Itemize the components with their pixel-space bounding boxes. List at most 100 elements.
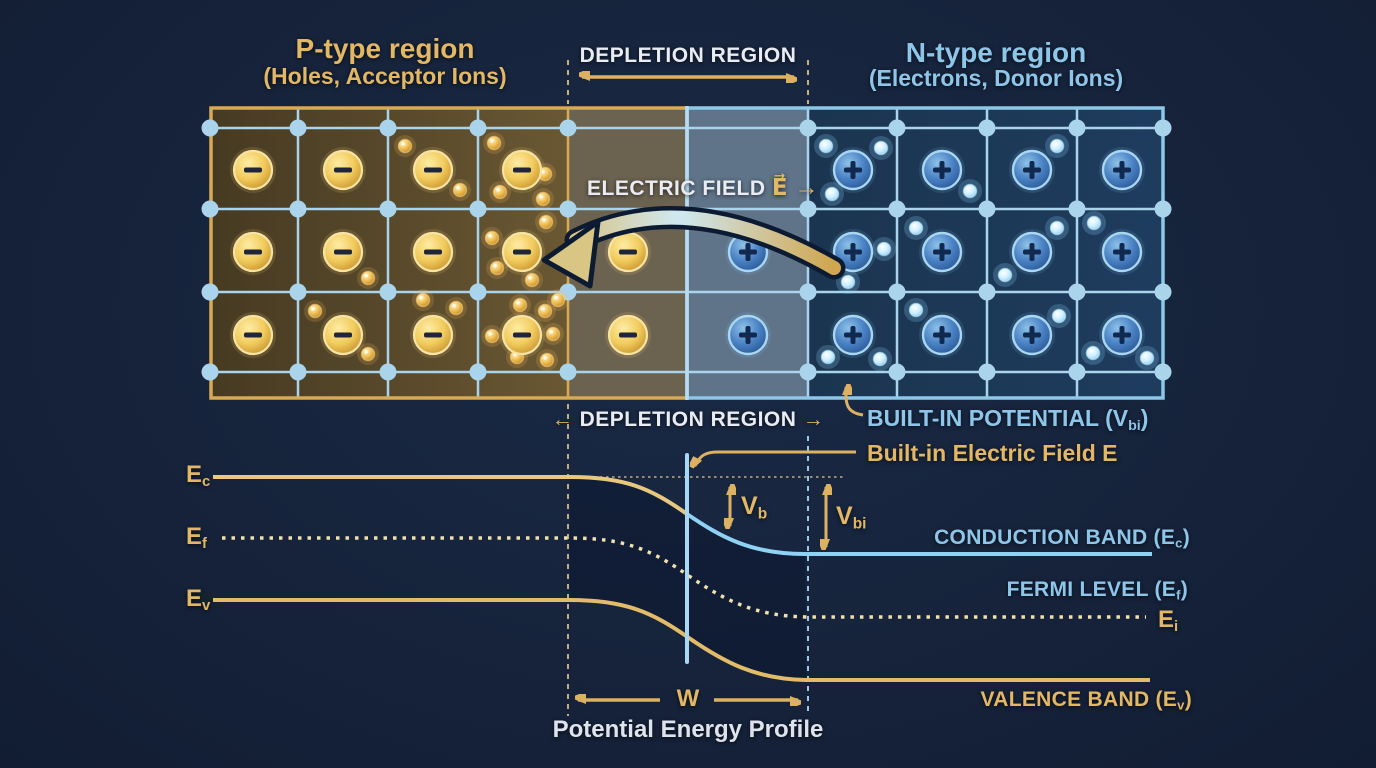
n-region-subtitle: (Electrons, Donor Ions) [868, 65, 1124, 91]
p-region-title: P-type region [295, 33, 475, 64]
lattice-node [978, 283, 996, 301]
lattice-node [379, 200, 397, 218]
electron-particle [1086, 215, 1102, 231]
hole-particle [538, 214, 554, 230]
plus-icon [1119, 161, 1125, 179]
lattice-node [289, 283, 307, 301]
hole-highlight [541, 307, 545, 311]
hole-highlight [528, 276, 532, 280]
lattice-node [1068, 283, 1086, 301]
hole-highlight [452, 304, 456, 308]
hole-highlight [516, 301, 520, 305]
lattice-borders [209, 106, 1165, 400]
plus-icon [1119, 243, 1125, 261]
hole-highlight [493, 264, 497, 268]
plus-icon [850, 243, 856, 261]
built-in-potential-label: BUILT-IN POTENTIAL (Vbi) [867, 405, 1149, 434]
lattice-node [888, 200, 906, 218]
lattice-node [1154, 119, 1172, 137]
lattice-node [799, 283, 817, 301]
plus-icon [1029, 326, 1035, 344]
plus-icon [1029, 161, 1035, 179]
minus-icon [513, 332, 531, 338]
minus-icon [513, 249, 531, 255]
minus-icon [513, 167, 531, 173]
hole-highlight [311, 307, 315, 311]
electron-particle [873, 140, 889, 156]
hole-particle [360, 346, 376, 362]
n-region-title: N-type region [905, 37, 1087, 68]
hole-particle [512, 297, 528, 313]
minus-icon [334, 167, 352, 173]
lattice-node [1154, 200, 1172, 218]
lattice-node [888, 119, 906, 137]
electron-particle [872, 351, 888, 367]
valence-band-label: VALENCE BAND (Ev) [980, 688, 1192, 713]
lattice-node [379, 283, 397, 301]
electron-particle [876, 241, 892, 257]
lattice-nodes [201, 119, 1172, 381]
lattice-node [379, 119, 397, 137]
lattice-node [289, 119, 307, 137]
hole-highlight [542, 218, 546, 222]
lattice-node [559, 200, 577, 218]
lattice-node [799, 363, 817, 381]
band-diagram-caption: Potential Energy Profile [552, 716, 824, 743]
plus-icon [1029, 243, 1035, 261]
band-diagram [213, 453, 1152, 682]
ef-axis-label: Ef [186, 523, 207, 553]
hole-particle [307, 303, 323, 319]
ec-axis-label: Ec [186, 461, 211, 491]
electron-particle [840, 274, 856, 290]
lattice-node [559, 119, 577, 137]
electron-particle [1051, 308, 1067, 324]
lattice-node [978, 119, 996, 137]
minus-icon [424, 249, 442, 255]
lattice-node [289, 200, 307, 218]
lattice-grid-vertical [296, 108, 1079, 398]
ev-axis-label: Ev [186, 585, 211, 615]
hole-highlight [543, 356, 547, 360]
hole-highlight [401, 142, 405, 146]
hole-particle [539, 352, 555, 368]
lattice-node [799, 200, 817, 218]
electron-particle [1085, 345, 1101, 361]
lattice-node [978, 200, 996, 218]
minus-icon [334, 332, 352, 338]
hole-highlight [488, 234, 492, 238]
hole-particle [545, 326, 561, 342]
conduction-band-p-side [213, 475, 689, 516]
vb-label: Vb [741, 492, 768, 523]
lattice-node [1068, 119, 1086, 137]
hole-highlight [364, 350, 368, 354]
hole-particle [484, 230, 500, 246]
lattice-node [201, 200, 219, 218]
p-region-subtitle: (Holes, Acceptor Ions) [263, 63, 507, 89]
hole-particle [492, 184, 508, 200]
lattice-node [1154, 283, 1172, 301]
hole-particle [550, 292, 566, 308]
plus-icon [939, 326, 945, 344]
vbi-label: Vbi [836, 502, 867, 533]
plus-icon [745, 243, 751, 261]
electron-particle [824, 186, 840, 202]
minus-icon [244, 332, 262, 338]
hole-particle [524, 272, 540, 288]
lattice-node [978, 363, 996, 381]
hole-highlight [554, 296, 558, 300]
minus-icon [334, 249, 352, 255]
hole-highlight [364, 274, 368, 278]
hole-highlight [490, 139, 494, 143]
lattice-particles [304, 132, 1159, 371]
built-in-potential-pointer [846, 387, 864, 417]
hole-highlight [539, 195, 543, 199]
hole-highlight [419, 296, 423, 300]
electron-particle [1139, 350, 1155, 366]
lattice-node [1154, 363, 1172, 381]
minus-icon [424, 332, 442, 338]
band-guides [567, 404, 845, 716]
electron-particle [997, 267, 1013, 283]
hole-particle [397, 138, 413, 154]
minus-icon [424, 167, 442, 173]
